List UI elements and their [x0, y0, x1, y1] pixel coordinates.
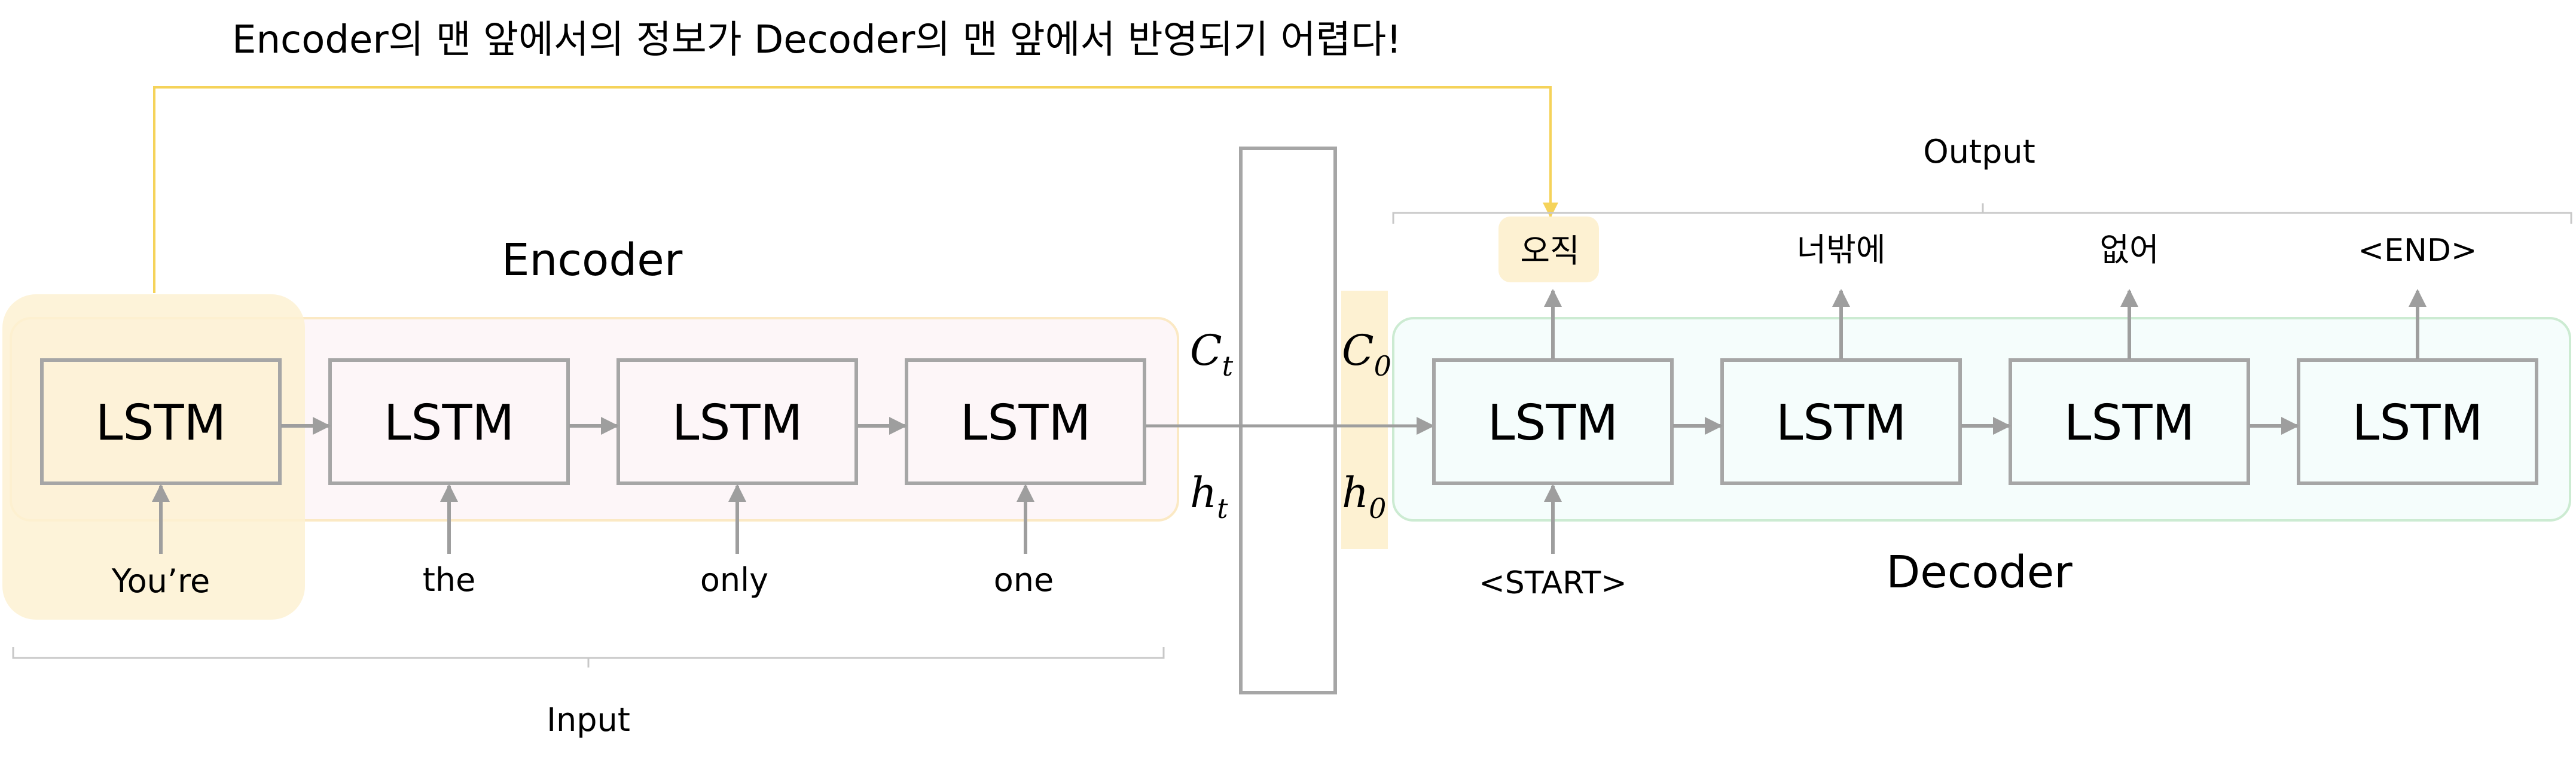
encoder-title: Encoder [502, 234, 683, 286]
decoder-region [1392, 317, 2571, 522]
encoder-input-arrows [152, 484, 1034, 554]
output-word: <END> [2358, 233, 2477, 269]
first-output-highlight [1498, 217, 1599, 282]
decoder-initial-cell-state: C0 [1342, 326, 1391, 382]
input-label: Input [547, 701, 630, 739]
decoder-lstm-label: LSTM [2064, 395, 2195, 452]
encoder-lstm-label: LSTM [672, 395, 803, 452]
decoder-lstm-box [1432, 358, 1674, 485]
decoder-output-arrows [1544, 289, 2427, 359]
decoder-lstm-label: LSTM [1776, 395, 1907, 452]
decoder-title: Decoder [1886, 547, 2073, 598]
annotation-text: Encoder의 맨 앞에서의 정보가 Decoder의 맨 앞에서 반영되기 … [232, 18, 1402, 62]
encoder-lstm-label: LSTM [384, 395, 515, 452]
start-token: <START> [1479, 565, 1627, 601]
annotation-connector-line [153, 86, 1558, 293]
initial-state-highlight [1341, 291, 1388, 549]
encoder-lstm-box [40, 358, 282, 485]
output-brace [1392, 203, 2572, 224]
decoder-cells: LSTM LSTM LSTM LSTM [1432, 358, 2538, 485]
decoder-lstm-label: LSTM [1488, 395, 1619, 452]
input-brace [12, 647, 1165, 668]
output-label: Output [1923, 133, 2035, 170]
encoder-cells: LSTM LSTM LSTM LSTM [40, 358, 1146, 485]
output-word: 오직 [1520, 232, 1579, 270]
input-word: only [700, 561, 768, 599]
context-vector-box [1239, 147, 1337, 694]
decoder-initial-hidden-state: h0 [1342, 468, 1386, 525]
encoder-hidden-state: ht [1190, 468, 1228, 525]
input-word: one [994, 561, 1054, 599]
first-input-highlight [2, 294, 305, 620]
encoder-lstm-label: LSTM [960, 395, 1091, 452]
decoder-lstm-label: LSTM [2352, 395, 2483, 452]
encoder-cell-state: Ct [1190, 326, 1234, 382]
output-word: 없어 [2099, 231, 2159, 269]
input-word: the [423, 561, 476, 599]
output-word: 너밖에 [1796, 231, 1885, 269]
encoder-lstm-label: LSTM [96, 395, 227, 452]
input-word: You’re [111, 562, 210, 600]
